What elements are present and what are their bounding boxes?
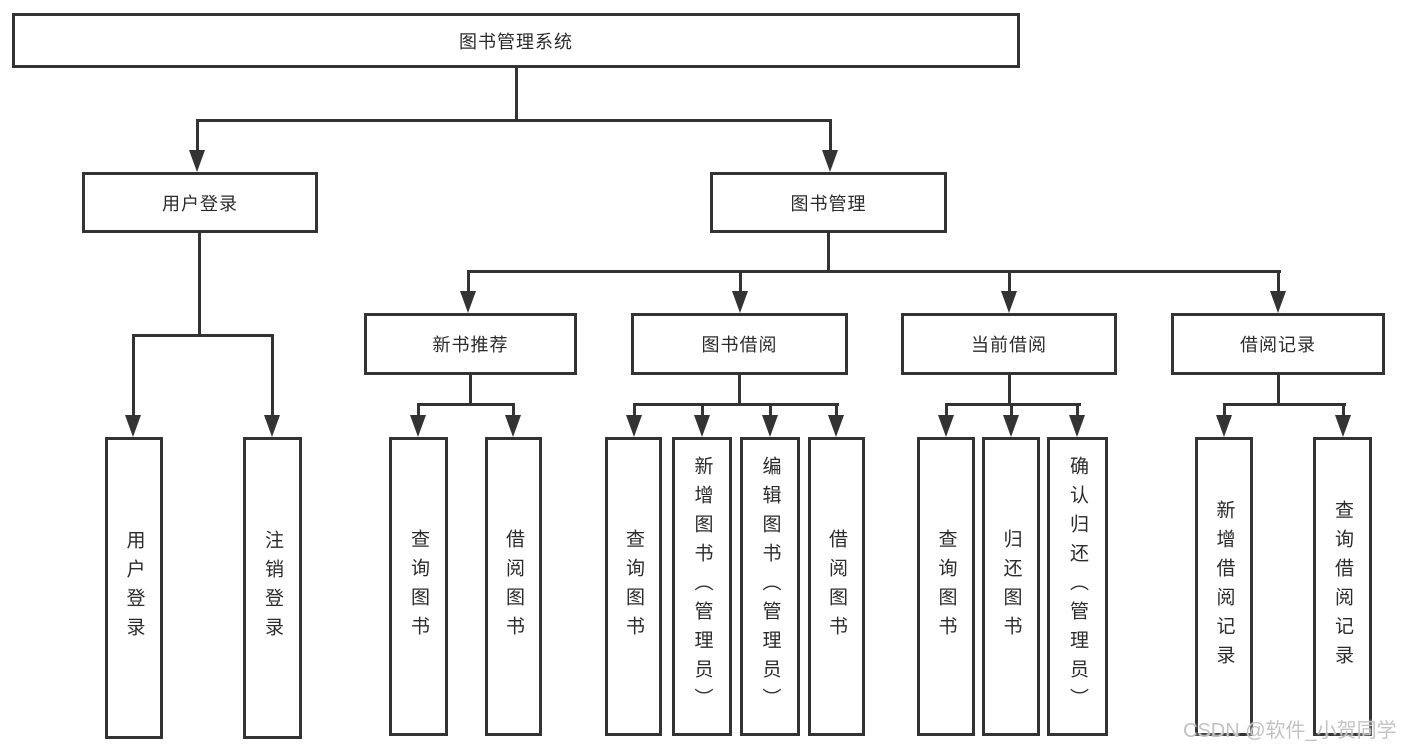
arrowhead-down-icon [1001,291,1017,313]
connector-line [515,66,518,122]
connector-line [769,405,772,418]
leaf-add-borrow-record-label: 新增借阅记录 [1213,499,1235,674]
leaf-add-borrow-record: 新增借阅记录 [1195,437,1253,736]
leaf-add-books-admin-label: 新增图书（管理员） [691,456,713,717]
arrowhead-down-icon [1216,415,1232,437]
arrowhead-down-icon [1069,415,1085,437]
leaf-borrow-books-label: 借阅图书 [826,528,847,645]
arrowhead-down-icon [460,291,476,313]
leaf-query-borrow-record-label: 查询借阅记录 [1332,499,1353,674]
leaf-logout: 注销登录 [243,437,302,739]
leaf-edit-books-admin: 编辑图书（管理员） [740,437,800,736]
arrowhead-down-icon [626,415,642,437]
arrowhead-down-icon [410,415,426,437]
leaf-logout-label: 注销登录 [262,530,283,646]
connector-line [1277,374,1280,406]
arrowhead-down-icon [828,415,844,437]
arrowhead-down-icon [1335,415,1351,437]
node-new-book-recommend: 新书推荐 [364,313,577,375]
csdn-watermark: CSDN @软件_小贺同学 [1183,720,1397,742]
node-book-management: 图书管理 [710,172,947,233]
leaf-add-books-admin: 新增图书（管理员） [672,437,732,736]
leaf-edit-books-admin-label: 编辑图书（管理员） [759,456,781,717]
connector-line [738,374,741,406]
leaf-query-borrow-record: 查询借阅记录 [1313,437,1372,736]
connector-line [1223,405,1226,418]
leaf-confirm-return-admin: 确认归还（管理员） [1047,437,1108,736]
connector-line [271,335,274,417]
arrowhead-down-icon [1003,415,1019,437]
connector-line [633,405,636,418]
arrowhead-down-icon [762,415,778,437]
leaf-borrow-books-recommend: 借阅图书 [485,437,542,736]
node-book-borrowing-label: 图书借阅 [701,335,778,355]
node-user-login-label: 用户登录 [162,193,238,214]
connector-line [512,405,515,418]
connector-line [701,405,704,418]
arrowhead-down-icon [1270,291,1286,313]
connector-line [196,119,832,122]
connector-line [198,232,201,336]
node-current-borrowing: 当前借阅 [901,313,1117,375]
connector-line [1008,272,1011,293]
leaf-user-login-label: 用户登录 [123,530,145,646]
connector-line [1342,405,1345,418]
arrowhead-down-icon [189,150,205,172]
arrowhead-down-icon [264,415,280,437]
leaf-query-books-recommend: 查询图书 [389,437,448,736]
leaf-query-books-current: 查询图书 [917,437,975,736]
connector-line [417,405,420,418]
arrowhead-down-icon [694,415,710,437]
connector-line [739,272,742,293]
connector-line [132,334,274,337]
connector-line [827,232,830,273]
connector-line [1277,272,1280,293]
node-root-library-system: 图书管理系统 [12,13,1020,68]
leaf-query-books-current-label: 查询图书 [935,528,957,645]
leaf-return-books-label: 归还图书 [1000,528,1022,645]
leaf-query-books-recommend-label: 查询图书 [408,528,429,645]
node-borrowing-records: 借阅记录 [1171,313,1385,375]
node-new-book-recommend-label: 新书推荐 [432,335,509,355]
connector-line [1223,403,1346,406]
leaf-query-books-borrow: 查询图书 [605,437,662,736]
connector-line [469,374,472,406]
leaf-query-books-borrow-label: 查询图书 [623,528,644,645]
connector-line [467,270,1281,273]
connector-line [1010,405,1013,418]
connector-line [945,405,948,418]
leaf-confirm-return-admin-label: 确认归还（管理员） [1067,456,1088,717]
leaf-borrow-books: 借阅图书 [808,437,865,736]
leaf-return-books: 归还图书 [982,437,1040,736]
connector-line [1008,374,1011,406]
connector-line [417,403,515,406]
node-borrowing-records-label: 借阅记录 [1240,335,1316,355]
connector-line [829,120,832,152]
connector-line [945,403,1081,406]
connector-line [196,120,199,152]
connector-line [835,405,838,418]
connector-line [633,403,839,406]
connector-line [467,272,470,293]
connector-line [1076,405,1079,418]
node-book-borrowing: 图书借阅 [631,313,848,375]
node-root-label: 图书管理系统 [459,31,573,52]
node-user-login: 用户登录 [82,172,318,233]
node-book-management-label: 图书管理 [790,193,867,214]
arrowhead-down-icon [938,415,954,437]
arrowhead-down-icon [125,415,141,437]
arrowhead-down-icon [505,415,521,437]
leaf-user-login: 用户登录 [105,437,163,739]
leaf-borrow-books-recommend-label: 借阅图书 [503,528,524,645]
node-current-borrowing-label: 当前借阅 [971,335,1047,355]
arrowhead-down-icon [732,291,748,313]
connector-line [132,335,135,417]
arrowhead-down-icon [822,150,838,172]
